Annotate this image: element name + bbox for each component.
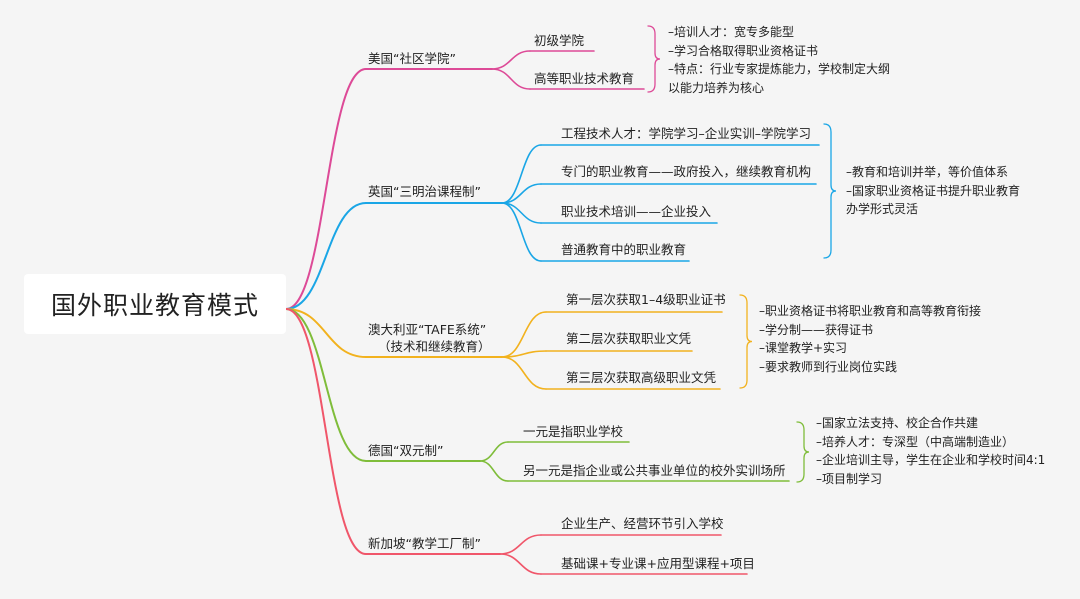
root-node[interactable]: 国外职业教育模式: [24, 274, 286, 334]
note-line: –培训人才：宽专多能型: [668, 25, 795, 39]
note-line: –学分制——获得证书: [759, 322, 874, 337]
uk-child-specialized[interactable]: 专门的职业教育——政府投入，继续教育机构: [561, 164, 812, 179]
germany-bracket: [796, 421, 810, 483]
australia-child-connector: [501, 350, 547, 358]
note-line: 办学形式灵活: [846, 202, 919, 216]
branch-australia-label[interactable]: 澳大利亚“TAFE系统”: [368, 322, 487, 337]
root-to-singapore-connector: [285, 308, 367, 555]
singapore-child-connector: [499, 534, 542, 555]
australia-bracket: [739, 294, 753, 389]
usa-bracket: [647, 25, 661, 93]
uk-bracket: [823, 123, 837, 259]
usa-child-higher-vocational[interactable]: 高等职业技术教育: [534, 71, 635, 86]
uk-notes: –教育和培训并举，等价值体系 –国家职业资格证书提升职业教育 办学形式灵活: [846, 163, 1020, 219]
de-child-school[interactable]: 一元是指职业学校: [523, 424, 624, 439]
note-line: –国家立法支持、校企合作共建: [816, 416, 979, 430]
au-notes: –职业资格证书将职业教育和高等教育衔接 –学分制——获得证书 –课堂教学+实习 …: [759, 302, 981, 376]
branch-australia-sublabel: （技术和继续教育）: [378, 339, 491, 354]
germany-child-connector: [479, 460, 509, 482]
usa-child-connector: [491, 50, 531, 70]
note-line: –课堂教学+实习: [759, 341, 848, 355]
uk-child-training[interactable]: 职业技术培训——企业投入: [561, 204, 712, 219]
note-line: –国家职业资格证书提升职业教育: [846, 183, 1021, 198]
usa-notes: –培训人才：宽专多能型 –学习合格取得职业资格证书 –特点：行业专家提炼能力，学…: [668, 23, 890, 97]
note-line: –教育和培训并举，等价值体系: [846, 165, 1009, 179]
note-line: –培养人才：专深型（中高端制造业）: [816, 434, 1015, 449]
root-to-uk-connector: [285, 202, 367, 310]
branch-germany-label[interactable]: 德国“双元制”: [368, 443, 444, 458]
usa-child-junior-college[interactable]: 初级学院: [534, 33, 585, 48]
uk-child-connector: [501, 183, 542, 204]
branch-uk-label[interactable]: 英国“三明治课程制”: [368, 184, 481, 199]
uk-child-general[interactable]: 普通教育中的职业教育: [561, 242, 687, 257]
branch-singapore-label[interactable]: 新加坡“教学工厂制”: [368, 536, 481, 551]
branch-usa-label[interactable]: 美国“社区学院”: [368, 51, 456, 66]
de-child-enterprise[interactable]: 另一元是指企业或公共事业单位的校外实训场所: [523, 463, 786, 478]
de-notes: –国家立法支持、校企合作共建 –培养人才：专深型（中高端制造业） –企业培训主导…: [816, 414, 1045, 488]
uk-child-engineering[interactable]: 工程技术人才：学院学习–企业实训–学院学习: [561, 126, 812, 141]
au-child-level-1[interactable]: 第一层次获取1–4级职业证书: [566, 292, 726, 307]
note-line: 以能力培养为核心: [668, 80, 765, 95]
root-to-usa-connector: [285, 68, 367, 310]
au-child-level-3[interactable]: 第三层次获取高级职业文凭: [566, 370, 717, 385]
note-line: –职业资格证书将职业教育和高等教育衔接: [759, 304, 982, 318]
note-line: –特点：行业专家提炼能力，学校制定大纲: [668, 62, 891, 76]
root-to-australia-connector: [285, 308, 367, 358]
root-title: 国外职业教育模式: [50, 291, 259, 320]
au-child-level-2[interactable]: 第二层次获取职业文凭: [566, 331, 692, 346]
germany-child-connector: [479, 441, 509, 462]
note-line: –学习合格取得职业资格证书: [668, 43, 819, 58]
note-line: –项目制学习: [816, 471, 883, 486]
uk-child-connector: [501, 202, 542, 262]
note-line: –企业培训主导，学生在企业和学校时间4:1: [816, 453, 1046, 467]
root-to-germany-connector: [285, 308, 367, 462]
singapore-child-connector: [499, 553, 542, 575]
uk-child-connector: [501, 144, 542, 204]
sg-child-enterprise[interactable]: 企业生产、经营环节引入学校: [561, 516, 724, 531]
note-line: –要求教师到行业岗位实践: [759, 359, 898, 374]
sg-child-curriculum[interactable]: 基础课+专业课+应用型课程+项目: [561, 556, 755, 571]
usa-child-connector: [491, 68, 531, 90]
australia-child-connector: [501, 356, 547, 390]
australia-child-connector: [501, 311, 547, 358]
